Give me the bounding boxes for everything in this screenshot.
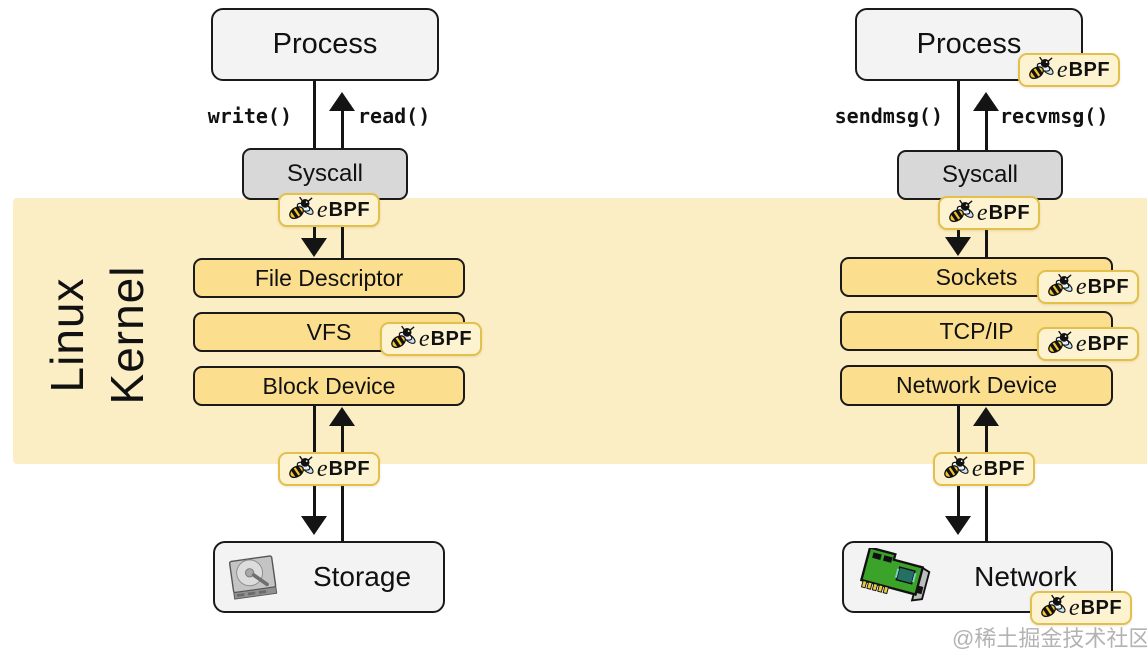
up-arrow-head	[973, 92, 999, 111]
up-arrow-head	[329, 92, 355, 111]
flow-line-up	[341, 226, 344, 258]
ebpf-badge-text-bpf: BPF	[430, 328, 473, 350]
network-card-icon	[859, 548, 931, 602]
read-syscall-label: read()	[358, 104, 431, 128]
ebpf-bee-icon	[1048, 273, 1073, 298]
storage-box: Storage	[213, 541, 445, 613]
flow-line-down	[957, 81, 960, 150]
ebpf-badge-text-e: e	[1075, 274, 1087, 300]
ebpf-badge-text-e: e	[418, 326, 430, 352]
ebpf-bee-icon	[1029, 56, 1054, 81]
storage-label: Storage	[312, 561, 412, 592]
flow-line-down	[313, 226, 316, 240]
layer-label-tcpip: TCP/IP	[939, 317, 1014, 344]
layer-label-sockets: Sockets	[935, 263, 1018, 290]
down-arrow-head	[301, 238, 327, 257]
ebpf-badge-text-e: e	[316, 456, 328, 482]
ebpf-badge-text-bpf: BPF	[1068, 59, 1111, 81]
watermark: @稀土掘金技术社区	[952, 626, 1147, 651]
up-arrow-head	[329, 407, 355, 426]
down-arrow-head	[301, 516, 327, 535]
layer-label-block-device: Block Device	[262, 372, 396, 399]
ebpf-bee-icon	[1041, 594, 1066, 619]
ebpf-badge-text-e: e	[1075, 331, 1087, 357]
layer-box-block-device: Block Device	[193, 366, 465, 406]
process-label-left: Process	[272, 28, 378, 60]
process-label-right: Process	[916, 28, 1022, 60]
ebpf-badge-text-bpf: BPF	[328, 458, 371, 480]
syscall-box-right: Syscall	[897, 150, 1063, 200]
flow-line-down	[313, 81, 316, 148]
ebpf-badge-text-bpf: BPF	[328, 199, 371, 221]
write-syscall-label: write()	[207, 104, 292, 128]
down-arrow-head	[945, 516, 971, 535]
recvmsg-syscall-label: recvmsg()	[1000, 104, 1109, 128]
ebpf-bee-icon	[289, 196, 314, 221]
syscall-box-left: Syscall	[242, 148, 408, 200]
ebpf-badge-text-bpf: BPF	[988, 202, 1031, 224]
process-box-left: Process	[211, 8, 439, 81]
linux-kernel-label-line2: Kernel	[101, 265, 153, 405]
sendmsg-syscall-label: sendmsg()	[834, 104, 943, 128]
ebpf-badge-text-e: e	[1068, 595, 1080, 621]
ebpf-bee-icon	[391, 325, 416, 350]
ebpf-badge-text-bpf: BPF	[1087, 333, 1130, 355]
up-arrow-head	[973, 407, 999, 426]
layer-label-vfs: VFS	[306, 318, 352, 345]
ebpf-badge-text-e: e	[971, 456, 983, 482]
linux-kernel-label-line1: Linux	[41, 277, 94, 393]
ebpf-badge-text-bpf: BPF	[983, 458, 1026, 480]
ebpf-badge-text-e: e	[316, 197, 328, 223]
ebpf-bee-icon	[1048, 330, 1073, 355]
flow-line-up	[341, 110, 344, 148]
layer-box-file-descriptor: File Descriptor	[193, 258, 465, 298]
ebpf-badge-text-bpf: BPF	[1087, 276, 1130, 298]
ebpf-badge-text-e: e	[976, 200, 988, 226]
layer-label-file-descriptor: File Descriptor	[254, 264, 404, 291]
flow-line-up	[985, 110, 988, 150]
linux-kernel-label: Linux Kernel	[33, 225, 163, 445]
hard-disk-icon	[228, 555, 278, 600]
layer-box-network-device: Network Device	[840, 365, 1113, 406]
ebpf-badge-text-e: e	[1056, 57, 1068, 83]
ebpf-bee-icon	[944, 455, 969, 480]
layer-label-network-device: Network Device	[895, 372, 1058, 398]
syscall-label-right: Syscall	[941, 161, 1019, 188]
flow-line-down	[957, 225, 960, 240]
ebpf-badge-text-bpf: BPF	[1080, 597, 1123, 619]
flow-line-up	[985, 225, 988, 257]
syscall-label-left: Syscall	[286, 160, 364, 187]
ebpf-bee-icon	[949, 199, 974, 224]
network-label: Network	[974, 561, 1077, 592]
ebpf-bee-icon	[289, 455, 314, 480]
down-arrow-head	[945, 237, 971, 256]
